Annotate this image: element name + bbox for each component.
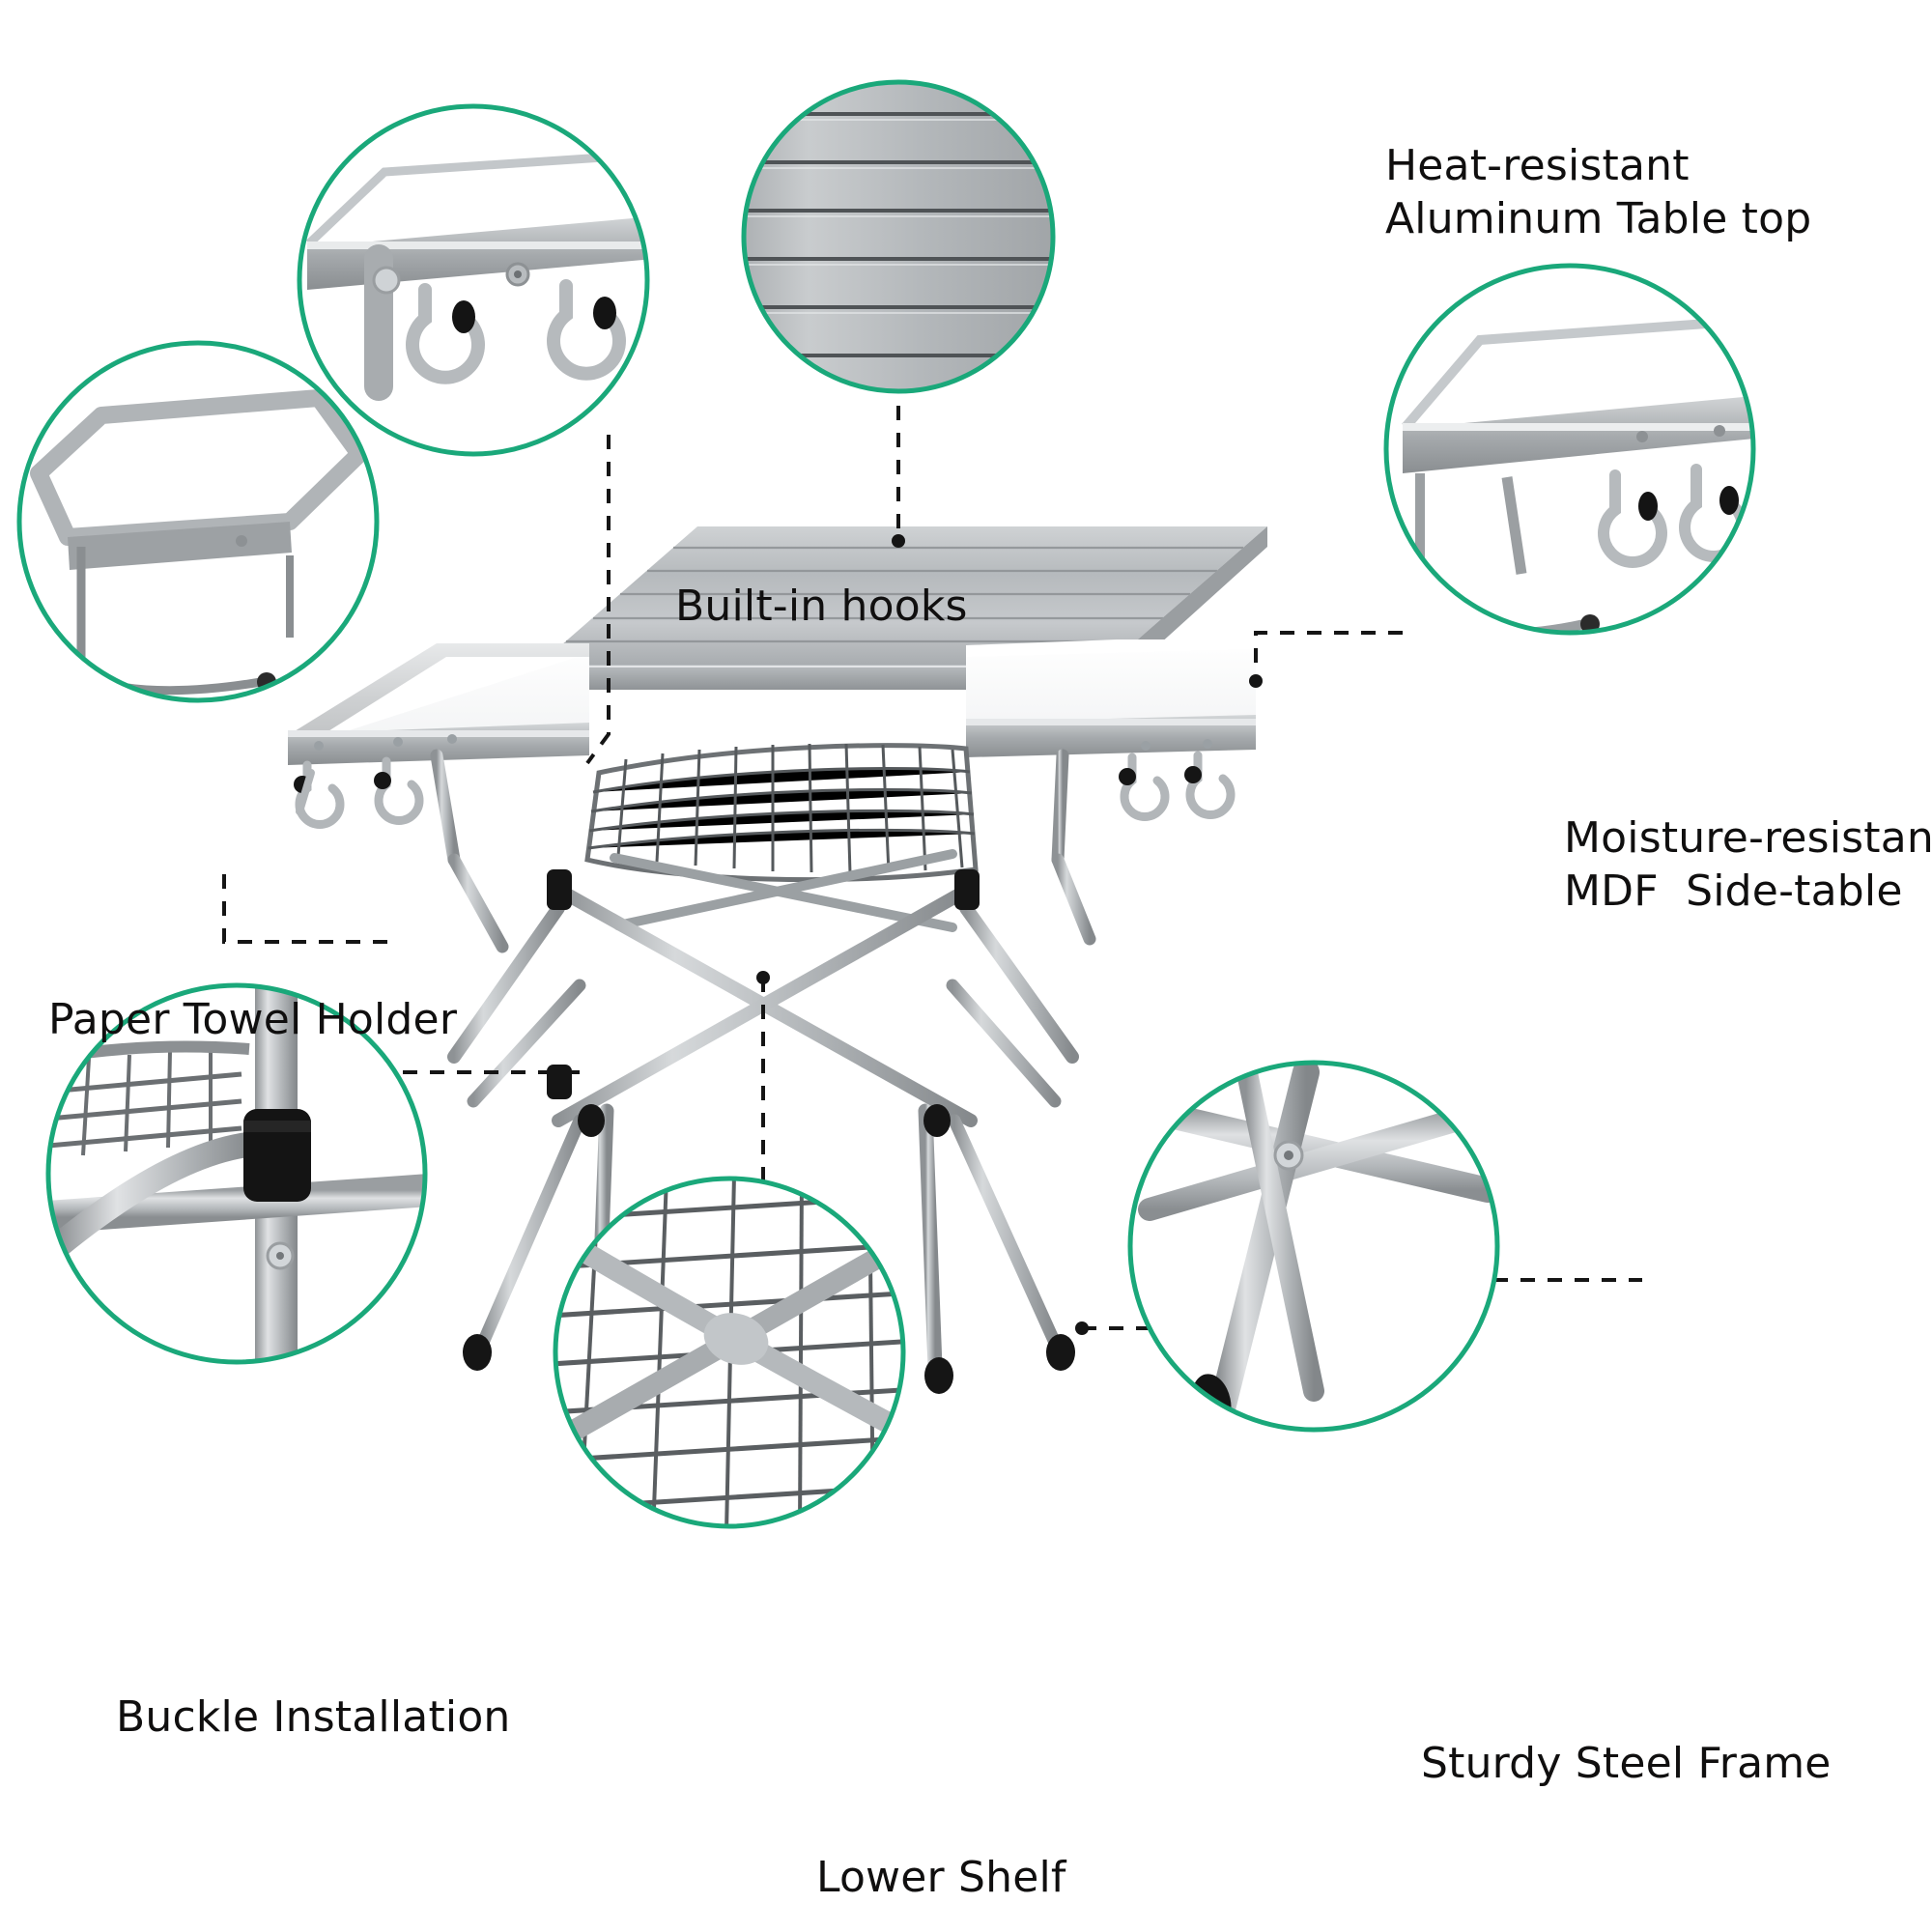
callout-label-moisture-resistant-mdf-side-table: Moisture-resistant MDF Side-table xyxy=(1564,813,1932,917)
paper-towel-rod xyxy=(296,769,315,815)
leader-hooks xyxy=(585,435,611,765)
bubble-ring-paper-towel-holder xyxy=(16,340,380,703)
callout-label-sturdy-steel-frame: Sturdy Steel Frame xyxy=(1421,1739,1832,1788)
callout-label-built-in-hooks: Built-in hooks xyxy=(675,582,968,631)
leader-dot-aluminum xyxy=(892,534,905,548)
bubble-art-buckle xyxy=(48,985,425,1362)
bubble-art-steel-frame xyxy=(1130,1063,1497,1430)
leader-dot-frame xyxy=(1075,1321,1089,1335)
wire-lower-shelf xyxy=(584,743,979,932)
bubble-art-lower-shelf xyxy=(555,1179,903,1526)
callout-label-paper-towel-holder: Paper Towel Holder xyxy=(48,995,458,1044)
foot-caps xyxy=(463,1104,1075,1394)
bubble-art-paper-towel-holder xyxy=(19,343,377,700)
leader-dot-mdf xyxy=(1249,674,1263,688)
bubble-ring-mdf-side-table xyxy=(1383,263,1756,636)
bubble-art-mdf-side-table xyxy=(1386,266,1753,633)
leader-paper-towel xyxy=(222,874,391,944)
bubble-ring-steel-frame xyxy=(1127,1060,1500,1433)
callout-label-lower-shelf: Lower Shelf xyxy=(816,1853,1066,1902)
right-side-table xyxy=(966,639,1256,946)
bubble-art-aluminum-slats xyxy=(744,82,1053,391)
leader-dot-shelf xyxy=(756,971,770,984)
bubble-ring-aluminum-slats xyxy=(741,79,1056,394)
callout-label-buckle-installation: Buckle Installation xyxy=(116,1692,511,1742)
bubble-ring-lower-shelf xyxy=(553,1176,906,1529)
bubble-ring-built-in-hooks xyxy=(297,103,650,457)
left-side-table xyxy=(288,643,589,953)
leader-mdf xyxy=(1254,631,1403,681)
callout-label-heat-resistant-aluminum-table-top: Heat-resistant Aluminum Table top xyxy=(1385,141,1812,244)
bubble-art-built-in-hooks xyxy=(299,106,647,454)
bubble-ring-buckle xyxy=(45,982,428,1365)
